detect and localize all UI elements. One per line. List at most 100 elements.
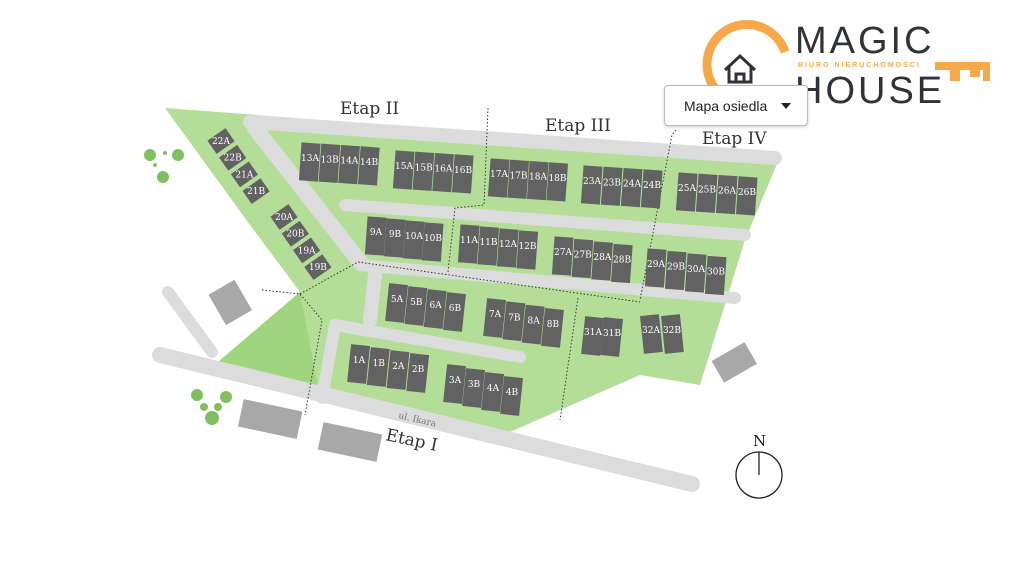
lot-22A[interactable]: 22A (207, 128, 235, 154)
lot-building (385, 283, 409, 323)
lot-label: 18A (529, 173, 547, 183)
lot-label: 24A (623, 180, 641, 190)
lot-5A[interactable]: 5A (385, 283, 409, 323)
lot-building (546, 162, 569, 202)
lot-4B[interactable]: 4B (500, 376, 524, 416)
lot-32A[interactable]: 32A (639, 314, 663, 354)
lot-26A[interactable]: 26A (715, 174, 738, 215)
lot-30B[interactable]: 30B (704, 255, 727, 296)
lot-19B[interactable]: 19B (304, 254, 332, 280)
lot-26B[interactable]: 26B (735, 176, 758, 216)
lot-label: 30B (707, 268, 725, 278)
roads (152, 115, 782, 492)
lot-11B[interactable]: 11B (477, 226, 500, 266)
lot-9B[interactable]: 9B (383, 218, 406, 258)
compass-north-label: N (753, 432, 766, 450)
lot-13B[interactable]: 13B (318, 143, 341, 183)
lot-label: 10B (424, 234, 442, 244)
lot-28A[interactable]: 28A (591, 241, 613, 281)
lot-15A[interactable]: 15A (392, 150, 415, 190)
lot-25A[interactable]: 25A (675, 172, 698, 212)
lot-16B[interactable]: 16B (452, 154, 474, 194)
lot-building (483, 298, 507, 338)
lot-21B[interactable]: 21B (242, 178, 270, 204)
lot-label: 22B (224, 154, 242, 164)
compass: N (735, 432, 783, 499)
lot-6A[interactable]: 6A (423, 289, 447, 329)
lot-building (338, 144, 360, 185)
lot-7B[interactable]: 7B (502, 301, 526, 342)
lot-label: 32A (642, 326, 660, 336)
stage-label-1: Etap I (384, 425, 439, 455)
lot-label: 28A (593, 253, 611, 263)
lot-10B[interactable]: 10B (421, 222, 444, 262)
lot-27A[interactable]: 27A (551, 236, 574, 276)
lot-30A[interactable]: 30A (684, 253, 707, 293)
lot-building (502, 301, 526, 342)
lot-2B[interactable]: 2B (406, 353, 430, 393)
lot-building (402, 220, 425, 260)
lot-19A[interactable]: 19A (293, 237, 321, 264)
lot-14B[interactable]: 14B (358, 146, 380, 186)
lot-4A[interactable]: 4A (481, 372, 505, 412)
lot-29A[interactable]: 29A (644, 248, 667, 288)
lot-building (347, 344, 371, 384)
lot-17A[interactable]: 17A (487, 158, 510, 198)
lot-12B[interactable]: 12B (516, 230, 539, 270)
lot-22B[interactable]: 22B (219, 144, 247, 171)
lot-5B[interactable]: 5B (404, 286, 428, 326)
lot-18B[interactable]: 18B (546, 162, 569, 202)
lot-label: 15A (395, 162, 413, 172)
lot-12A[interactable]: 12A (496, 228, 519, 268)
lot-13A[interactable]: 13A (298, 142, 321, 182)
lot-18A[interactable]: 18A (526, 160, 549, 201)
lot-8B[interactable]: 8B (541, 307, 564, 348)
lot-9A[interactable]: 9A (364, 216, 387, 256)
lot-31B[interactable]: 31B (600, 317, 624, 357)
lot-15B[interactable]: 15B (412, 151, 435, 191)
lot-1B[interactable]: 1B (366, 347, 390, 387)
lower-left-green (218, 292, 320, 398)
lot-27B[interactable]: 27B (571, 238, 594, 279)
lot-building (571, 238, 594, 279)
lot-label: 26B (738, 188, 756, 198)
lot-label: 12A (499, 240, 517, 250)
lot-3B[interactable]: 3B (462, 368, 486, 408)
lot-building (516, 230, 539, 270)
lot-label: 11B (479, 238, 497, 248)
lot-24A[interactable]: 24A (620, 167, 643, 208)
lot-label: 16A (434, 165, 452, 175)
lot-label: 10A (405, 232, 423, 242)
lot-25B[interactable]: 25B (695, 173, 718, 213)
lot-building (591, 241, 613, 281)
lot-building (600, 317, 624, 357)
lot-label: 17A (490, 170, 508, 180)
lot-23B[interactable]: 23B (600, 166, 623, 206)
lot-2A[interactable]: 2A (386, 350, 410, 390)
lot-29B[interactable]: 29B (664, 250, 687, 291)
lot-20A[interactable]: 20A (270, 204, 298, 230)
lot-label: 27A (554, 248, 572, 258)
lot-building (452, 154, 474, 194)
lot-32B[interactable]: 32B (660, 314, 684, 354)
lot-20B[interactable]: 20B (281, 220, 309, 247)
lot-3A[interactable]: 3A (443, 364, 467, 404)
lot-14A[interactable]: 14A (338, 144, 360, 185)
lot-11A[interactable]: 11A (457, 224, 480, 264)
lot-8A[interactable]: 8A (521, 304, 545, 345)
lot-1A[interactable]: 1A (347, 344, 371, 384)
lot-10A[interactable]: 10A (402, 220, 425, 260)
map-view-select[interactable]: Mapa osiedla (664, 85, 808, 126)
lot-28B[interactable]: 28B (611, 243, 633, 284)
lot-label: 29B (667, 263, 685, 273)
lot-23A[interactable]: 23A (580, 165, 603, 205)
lot-21A[interactable]: 21A (230, 161, 258, 188)
lot-17B[interactable]: 17B (507, 159, 530, 199)
lot-7A[interactable]: 7A (483, 298, 507, 338)
lot-16A[interactable]: 16A (432, 152, 454, 193)
lot-24B[interactable]: 24B (640, 169, 663, 209)
lot-building (242, 178, 270, 204)
lot-31A[interactable]: 31A (581, 316, 605, 356)
lot-6B[interactable]: 6B (443, 292, 466, 332)
lot-building (364, 216, 387, 256)
